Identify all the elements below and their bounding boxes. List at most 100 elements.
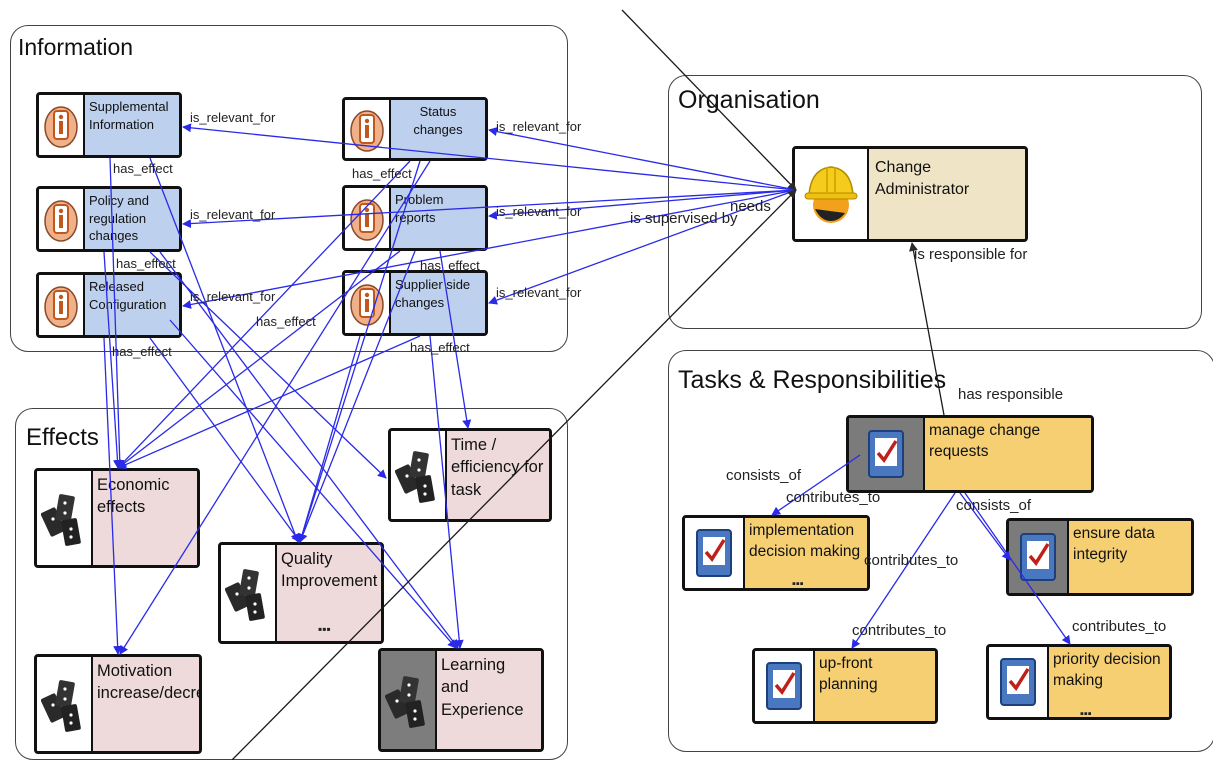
dominoes-icon — [37, 657, 93, 751]
dominoes-icon — [381, 651, 437, 749]
edge-effect-13 — [298, 250, 416, 543]
supplemental-information-node[interactable]: Supplemental Information — [36, 92, 182, 158]
economic-effects-node[interactable]: Economic effects — [34, 468, 200, 568]
edge-relevant-status — [488, 127, 797, 191]
upfront-planning-label: up-front planning — [815, 651, 935, 721]
edge-effect-7 — [149, 337, 301, 543]
label-contrib-2: contributes_to — [864, 552, 959, 569]
information-title: Information — [18, 34, 134, 60]
label-relevant-3: is_relevant_for — [190, 207, 276, 222]
edge-responsible — [909, 242, 945, 416]
learning-experience-node[interactable]: Learning and Experience — [378, 648, 544, 752]
edge-relevant-released — [182, 189, 797, 309]
edge-needs — [621, 9, 797, 191]
edge-effect-3 — [103, 251, 122, 469]
effects-title: Effects — [26, 424, 99, 451]
checkbox-task-icon — [849, 418, 925, 490]
time-efficiency-label: Time / efficiency for task — [447, 431, 549, 519]
edge-consists-impl — [771, 454, 861, 516]
edge-effect-16 — [429, 335, 464, 649]
edge-relevant-policy — [182, 189, 797, 229]
hardhat-person-icon — [795, 149, 869, 239]
edge-effect-5 — [159, 251, 459, 649]
edge-effect-4 — [149, 251, 387, 479]
label-relevant-2: is_relevant_for — [496, 119, 582, 134]
dominoes-icon — [37, 471, 93, 565]
label-supervised: is supervised by — [630, 210, 738, 227]
checkbox-task-icon — [1009, 521, 1069, 593]
label-relevant-4: is_relevant_for — [496, 204, 582, 219]
info-hands-icon — [345, 188, 391, 248]
edge-effect-8 — [169, 319, 457, 649]
priority-decision-label: priority decision making — [1049, 647, 1169, 717]
tasks-title: Tasks & Responsibilities — [678, 366, 947, 394]
learning-experience-label: Learning and Experience — [437, 651, 541, 749]
motivation-node[interactable]: Motivation increase/decrease — [34, 654, 202, 754]
released-configuration-label: Released Configuration — [85, 275, 179, 335]
info-hands-icon — [39, 189, 85, 249]
ensure-data-integrity-label: ensure data integrity — [1069, 521, 1191, 593]
manage-change-requests-label: manage change requests — [925, 418, 1091, 490]
label-responsible: is responsible for — [914, 246, 1028, 263]
label-relevant-5: is_relevant_for — [190, 289, 276, 304]
ellipsis-implementation: ▪▪▪ — [792, 578, 804, 590]
edge-relevant-supplemental — [182, 123, 797, 191]
label-needs: needs — [730, 198, 771, 215]
time-efficiency-node[interactable]: Time / efficiency for task — [388, 428, 552, 522]
label-relevant-6: is_relevant_for — [496, 285, 582, 300]
edge-effect-9 — [117, 160, 411, 469]
label-effect-7: has_effect — [410, 340, 470, 355]
policy-regulation-changes-node[interactable]: Policy and regulation changes — [36, 186, 182, 252]
supplemental-information-label: Supplemental Information — [85, 95, 179, 155]
edge-effect-15 — [297, 335, 361, 543]
edge-effect-14 — [439, 250, 472, 429]
edge-effect-12 — [117, 250, 401, 469]
label-effect-5: has_effect — [256, 314, 316, 329]
priority-decision-node[interactable]: priority decision making — [986, 644, 1172, 720]
change-administrator-node[interactable]: Change Administrator — [792, 146, 1028, 242]
label-effect-1: has_effect — [113, 161, 173, 176]
edge-relevant-problem — [488, 189, 797, 220]
supplier-side-changes-node[interactable]: Supplier side changes — [342, 270, 488, 336]
upfront-planning-node[interactable]: up-front planning — [752, 648, 938, 724]
motivation-label: Motivation increase/decrease — [93, 657, 199, 751]
edge-effect-2 — [149, 157, 300, 543]
implementation-decision-node[interactable]: implementation decision making — [682, 515, 870, 591]
ensure-data-integrity-node[interactable]: ensure data integrity — [1006, 518, 1194, 596]
ellipsis-quality: ▪▪▪ — [318, 622, 331, 636]
quality-improvement-label: Quality Improvement — [277, 545, 381, 641]
edge-effect-10 — [298, 160, 421, 543]
change-administrator-label: Change Administrator — [869, 149, 1025, 239]
manage-change-requests-node[interactable]: manage change requests — [846, 415, 1094, 493]
edge-relevant-supplier — [488, 189, 797, 305]
policy-regulation-changes-label: Policy and regulation changes — [85, 189, 179, 249]
edge-consists-ensure — [959, 492, 1011, 561]
info-hands-icon — [345, 100, 391, 158]
status-changes-node[interactable]: Status changes — [342, 97, 488, 161]
info-hands-icon — [39, 275, 85, 335]
edge-effect-11 — [119, 160, 431, 655]
label-contrib-4: contributes_to — [1072, 618, 1167, 635]
edge-supervised — [231, 189, 797, 760]
edge-effect-1 — [109, 157, 125, 469]
quality-improvement-node[interactable]: Quality Improvement — [218, 542, 384, 644]
edge-effect-6 — [103, 337, 123, 655]
dominoes-icon — [221, 545, 277, 641]
label-contrib-3: contributes_to — [852, 622, 947, 639]
edge-effect-17 — [117, 335, 421, 469]
label-has-responsible: has responsible — [958, 386, 1064, 403]
ellipsis-priority: ▪▪▪ — [1080, 708, 1092, 720]
checkbox-task-icon — [989, 647, 1049, 717]
checkbox-task-icon — [685, 518, 745, 588]
label-consists-1: consists_of — [726, 467, 802, 484]
checkbox-task-icon — [755, 651, 815, 721]
info-hands-icon — [39, 95, 85, 155]
label-relevant-1: is_relevant_for — [190, 110, 276, 125]
edge-contrib-priority — [964, 492, 1071, 645]
edge-contrib-upfront — [851, 492, 956, 649]
supplier-side-changes-label: Supplier side changes — [391, 273, 485, 333]
label-consists-2: consists_of — [956, 497, 1032, 514]
label-contrib-1: contributes_to — [786, 489, 881, 506]
